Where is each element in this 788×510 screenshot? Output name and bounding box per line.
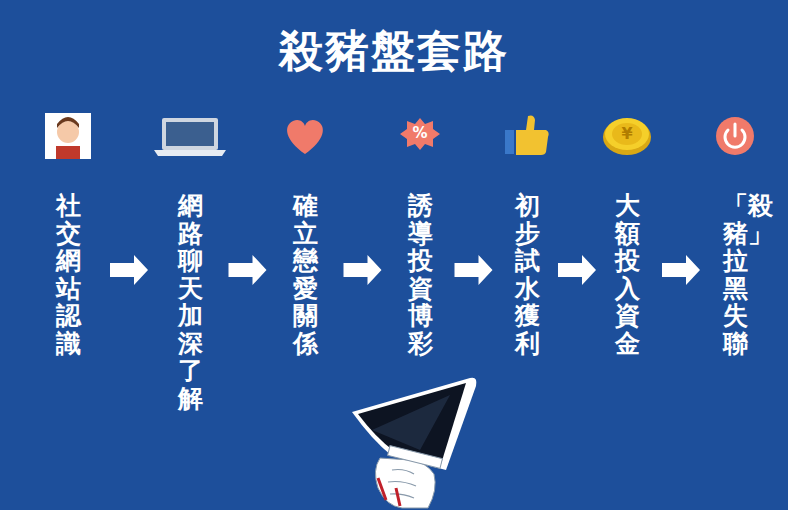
step-text: 社交網站認識 [56, 192, 81, 357]
flow-arrow [662, 255, 700, 285]
step-column: 「殺豬」拉黑失聯 [723, 192, 748, 357]
step-text: 誘導投資博彩 [408, 192, 433, 357]
step-column: 確立戀愛關係 [293, 192, 318, 357]
icon-symbol: % [405, 123, 435, 143]
coin-icon [603, 118, 651, 155]
badge-icon [400, 118, 440, 150]
laptop-icon [154, 118, 226, 156]
flow-arrow [558, 255, 596, 285]
heart-icon [287, 120, 323, 154]
person-icon [45, 113, 91, 159]
step-column: 初步試水獲利 [515, 192, 540, 357]
step-column: 社交網站認識 [56, 192, 81, 357]
step-column: 大額投入資金 [615, 192, 640, 357]
knife-illustration [352, 378, 476, 508]
step-text: 確立戀愛關係 [293, 192, 318, 357]
power-icon [716, 117, 754, 155]
flow-arrow [455, 255, 493, 285]
step-text: 初步試水獲利 [515, 192, 540, 357]
diagram-title: 殺豬盤套路 [0, 22, 788, 81]
thumbs-up-icon [505, 116, 549, 156]
step-column: 誘導投資博彩 [408, 192, 433, 357]
flow-arrow [229, 255, 267, 285]
flow-arrow [344, 255, 382, 285]
step-text: 「殺豬」拉黑失聯 [723, 192, 748, 357]
icon-symbol: ¥ [612, 124, 642, 144]
step-text: 網路聊天加深了解 [178, 192, 203, 412]
step-column: 網路聊天加深了解 [178, 192, 203, 412]
step-text: 大額投入資金 [615, 192, 640, 357]
flow-arrow [110, 255, 148, 285]
